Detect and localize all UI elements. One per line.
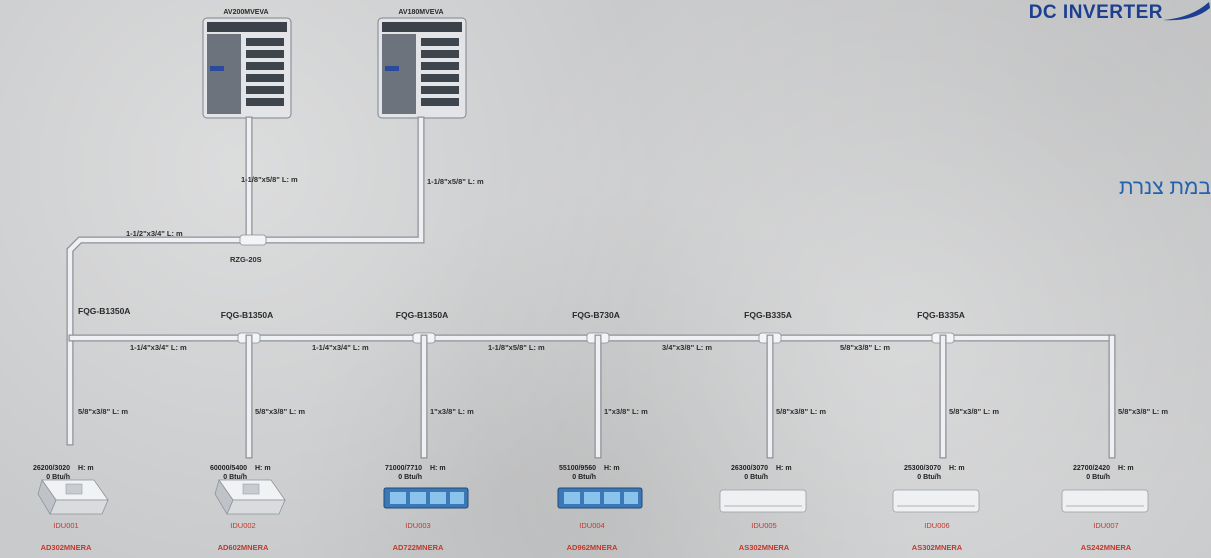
indoor-unit-model: AS302MNERA [912,543,963,552]
drop-pipe-label: 5/8"x3/8" L: m [255,407,305,416]
segment-pipe-label: 1-1/4"x3/4" L: m [130,343,187,352]
segment-pipe-label: 3/4"x3/8" L: m [662,343,712,352]
capacity-unit-label: 0 Btu/h [1086,474,1110,481]
odu-b-pipe-label: 1-1/8"x5/8" L: m [427,177,484,186]
indoor-unit: 5/8"x3/8" L: m 26300/3070 0 Btu/h H: m IDU00… [719,334,826,552]
drop-pipe-label: 5/8"x3/8" L: m [1118,407,1168,416]
height-label: H: m [949,465,965,472]
drop-pipe-label: 5/8"x3/8" L: m [776,407,826,416]
outdoor-unit-b: AV180MVEVA [377,9,467,119]
indoor-unit: 5/8"x3/8" L: m 60000/5400 0 Btu/h H: m IDU00… [210,334,305,552]
brand-logo: DC INVERTER [1029,2,1163,24]
branch-joint-label: FQG-B1350A [221,310,273,320]
page-heading: במת צנרת [1118,176,1211,199]
indoor-unit-id: IDU001 [53,521,78,530]
branch-joint-label: FQG-B335A [744,310,792,320]
indoor-unit-model: AD722MNERA [393,543,444,552]
indoor-units: 5/8"x3/8" L: m 26200/3020 0 Btu/h H: m IDU00… [33,334,1168,552]
height-label: H: m [1118,465,1134,472]
brand-swoosh-icon [1163,2,1210,21]
drop-pipe-label: 1"x3/8" L: m [604,407,648,416]
indoor-unit: 5/8"x3/8" L: m 22700/2420 0 Btu/h H: m IDU00… [1061,334,1168,552]
capacity-unit-label: 0 Btu/h [744,474,768,481]
capacity-label: 22700/2420 [1073,465,1110,472]
drop-pipe-label: 1"x3/8" L: m [430,407,474,416]
first-joint-label: FQG-B1350A [78,306,130,316]
segment-pipe-label: 5/8"x3/8" L: m [840,343,890,352]
height-label: H: m [255,465,271,472]
segment-pipe-label: 1-1/8"x5/8" L: m [488,343,545,352]
capacity-unit-label: 0 Btu/h [572,474,596,481]
odu-a-pipe-label: 1-1/8"x5/8" L: m [241,175,298,184]
capacity-unit-label: 0 Btu/h [398,474,422,481]
height-label: H: m [78,465,94,472]
header-joint-label: RZG-20S [230,255,262,264]
capacity-unit-label: 0 Btu/h [46,474,70,481]
indoor-unit-id: IDU002 [230,521,255,530]
indoor-unit-model: AD302MNERA [41,543,92,552]
height-label: H: m [604,465,620,472]
branch-joint-label: FQG-B730A [572,310,620,320]
capacity-unit-label: 0 Btu/h [917,474,941,481]
indoor-unit-id: IDU004 [579,521,604,530]
trunk-piping [66,116,1116,447]
indoor-unit-id: IDU007 [1093,521,1118,530]
outdoor-unit-b-model: AV180MVEVA [398,9,443,16]
outdoor-unit-a-model: AV200MVEVA [223,9,268,16]
indoor-unit-model: AS302MNERA [739,543,790,552]
brand-text: DC INVERTER [1028,2,1163,23]
indoor-unit: 5/8"x3/8" L: m 26200/3020 0 Btu/h H: m IDU00… [33,407,128,552]
height-label: H: m [776,465,792,472]
capacity-label: 26200/3020 [33,465,70,472]
indoor-unit: 5/8"x3/8" L: m 25300/3070 0 Btu/h H: m IDU00… [892,334,999,552]
capacity-label: 55100/9560 [559,465,596,472]
indoor-unit: 1"x3/8" L: m 71000/7710 0 Btu/h H: m IDU003A… [383,334,474,552]
indoor-unit-id: IDU006 [924,521,949,530]
indoor-unit-id: IDU005 [751,521,776,530]
capacity-label: 71000/7710 [385,465,422,472]
segment-pipe-label: 1-1/4"x3/4" L: m [312,343,369,352]
indoor-unit-model: AD962MNERA [567,543,618,552]
main-pipe-label: 1-1/2"x3/4" L: m [126,229,183,238]
height-label: H: m [430,465,446,472]
indoor-unit: 1"x3/8" L: m 55100/9560 0 Btu/h H: m IDU004A… [557,334,648,552]
indoor-unit-model: AS242MNERA [1081,543,1132,552]
indoor-unit-model: AD602MNERA [218,543,269,552]
capacity-label: 26300/3070 [731,465,768,472]
branch-joint-label: FQG-B335A [917,310,965,320]
outdoor-unit-a: AV200MVEVA [202,9,292,119]
segment-pipes: 1-1/4"x3/4" L: m 1-1/4"x3/4" L: m 1-1/8"x5… [130,343,890,352]
drop-pipe-label: 5/8"x3/8" L: m [78,407,128,416]
branch-joint-label: FQG-B1350A [396,310,448,320]
indoor-unit-id: IDU003 [405,521,430,530]
capacity-label: 60000/5400 [210,465,247,472]
drop-pipe-label: 5/8"x3/8" L: m [949,407,999,416]
capacity-label: 25300/3070 [904,465,941,472]
capacity-unit-label: 0 Btu/h [223,474,247,481]
